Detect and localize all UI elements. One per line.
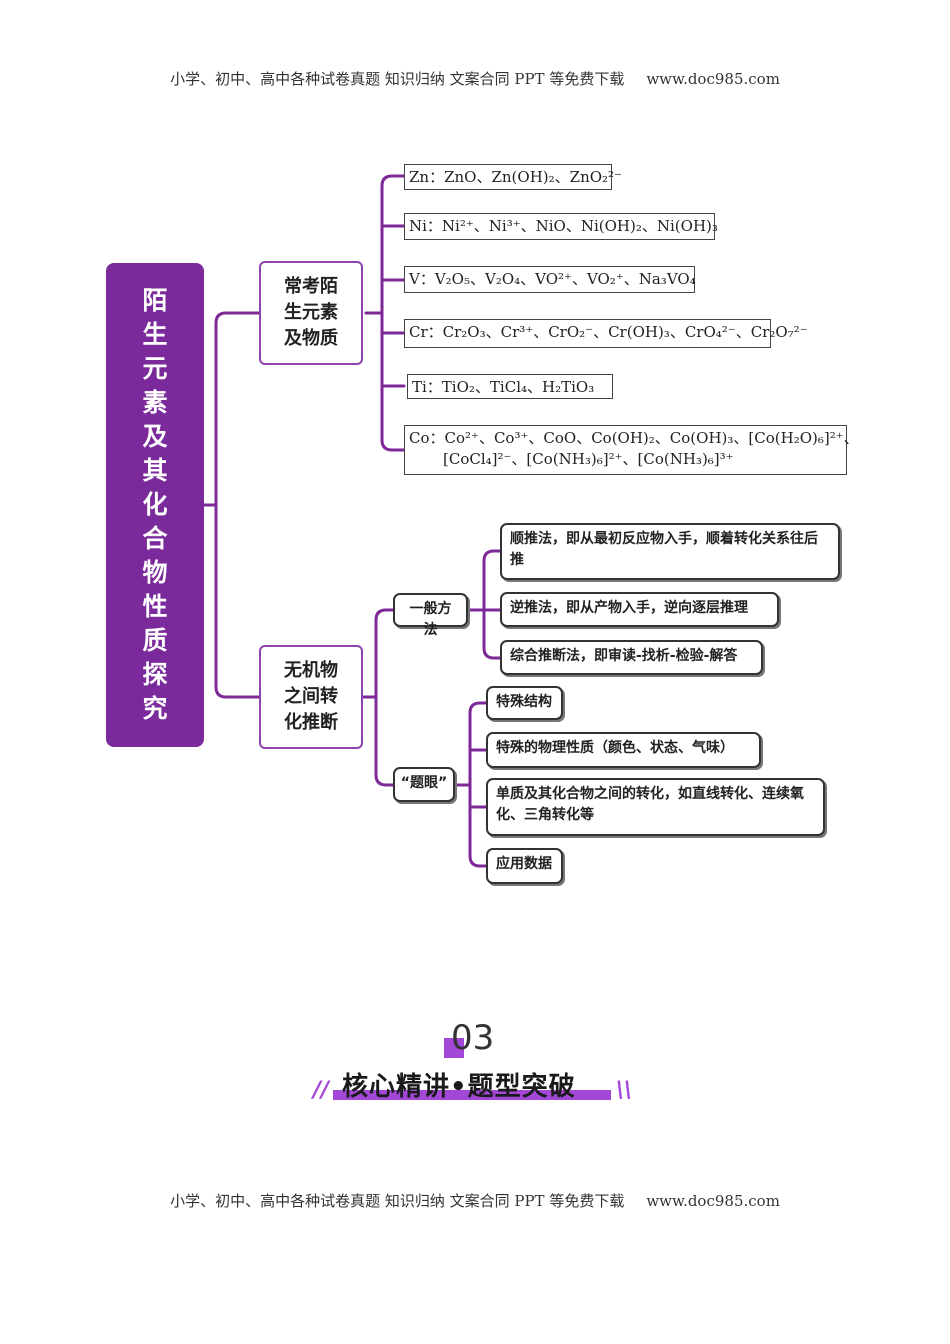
special-structure: 特殊结构 <box>486 686 563 720</box>
header-text: 小学、初中、高中各种试卷真题 知识归纳 文案合同 PPT 等免费下载 <box>170 70 625 88</box>
section-title-underline <box>333 1090 611 1100</box>
element-zn: Zn：ZnO、Zn(OH)₂、ZnO₂²⁻ <box>404 164 622 190</box>
element-co: Co：Co²⁺、Co³⁺、CoO、Co(OH)₂、Co(OH)₃、[Co(H₂O… <box>404 425 859 475</box>
general-method-node: 一般方法 <box>393 593 468 638</box>
element-compound-conversion: 单质及其化合物之间的转化，如直线转化、连续氧化、三角转化等 <box>486 778 825 836</box>
page-footer: 小学、初中、高中各种试卷真题 知识归纳 文案合同 PPT 等免费下载 www.do… <box>0 1190 950 1211</box>
element-ti: Ti：TiO₂、TiCl₄、H₂TiO₃ <box>407 374 613 399</box>
section-number-accent <box>444 1038 464 1058</box>
section-title: 核心精讲•题型突破 <box>342 1072 576 1102</box>
root-title: 陌生元素及其化合物性质探究 <box>142 286 168 723</box>
forward-method: 顺推法，即从最初反应物入手，顺着转化关系往后推 <box>500 523 840 580</box>
section-left-slash: // <box>313 1078 330 1103</box>
footer-url[interactable]: www.doc985.com <box>646 1192 780 1210</box>
page-header: 小学、初中、高中各种试卷真题 知识归纳 文案合同 PPT 等免费下载 www.do… <box>0 68 950 89</box>
comprehensive-method: 综合推断法，即审读-找析-检验-解答 <box>500 640 763 675</box>
key-clue-node: “题眼” <box>393 767 455 802</box>
header-url[interactable]: www.doc985.com <box>646 70 780 88</box>
special-physical-properties: 特殊的物理性质（颜色、状态、气味） <box>486 732 761 768</box>
footer-text: 小学、初中、高中各种试卷真题 知识归纳 文案合同 PPT 等免费下载 <box>170 1192 625 1210</box>
element-cr: Cr：Cr₂O₃、Cr³⁺、CrO₂⁻、Cr(OH)₃、CrO₄²⁻、Cr₂O₇… <box>404 319 808 348</box>
section-number: 03 <box>451 1018 495 1058</box>
element-ni: Ni：Ni²⁺、Ni³⁺、NiO、Ni(OH)₂、Ni(OH)₃ <box>404 213 718 240</box>
mindmap-root: 陌生元素及其化合物性质探究 <box>106 263 204 747</box>
element-v: V：V₂O₅、V₂O₄、VO²⁺、VO₂⁺、Na₃VO₄ <box>404 266 696 293</box>
branch-rare-elements-title: 常考陌生元素及物质 <box>284 276 338 349</box>
application-data: 应用数据 <box>486 848 563 884</box>
branch-inorganic-inference-title: 无机物之间转化推断 <box>284 660 338 733</box>
branch-rare-elements: 常考陌生元素及物质 <box>259 261 363 365</box>
section-right-slash: \\ <box>616 1078 633 1103</box>
reverse-method: 逆推法，即从产物入手，逆向逐层推理 <box>500 592 779 627</box>
branch-inorganic-inference: 无机物之间转化推断 <box>259 645 363 749</box>
